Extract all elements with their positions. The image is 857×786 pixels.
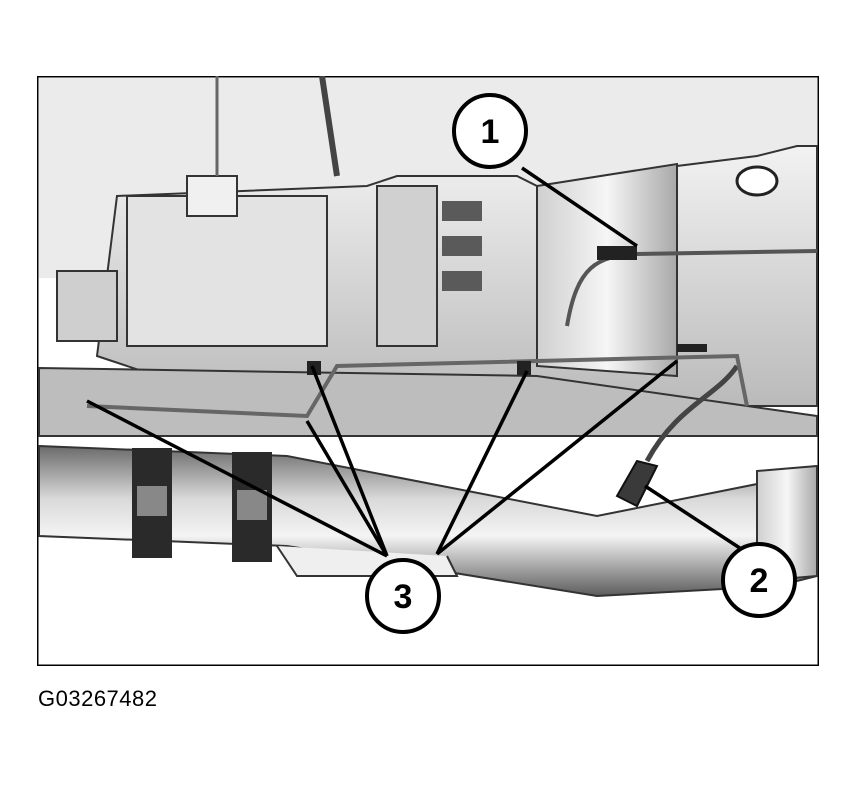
blank-patch (673, 624, 817, 664)
mount-bracket (735, 165, 779, 197)
valve-body (126, 195, 328, 347)
bracket-clip (517, 361, 531, 375)
diagram-illustration: 1 2 3 (37, 76, 819, 666)
leader-lines (86, 166, 753, 558)
frame-rail (38, 366, 818, 437)
clamp-bolt (237, 490, 267, 520)
bracket-clip (677, 344, 707, 352)
flange-rib (442, 201, 482, 221)
output-flange (56, 270, 118, 342)
callout-1-label: 1 (481, 113, 500, 151)
sensor-line (86, 353, 749, 419)
flange-rib (442, 236, 482, 256)
callout-3: 3 (365, 558, 441, 634)
callout-2-label: 2 (750, 562, 769, 600)
flange (376, 185, 438, 347)
oxygen-sensor (615, 459, 659, 508)
callout-2: 2 (721, 542, 797, 618)
cable (319, 76, 340, 177)
callout-3-label: 3 (394, 578, 413, 616)
figure-id-label: G03267482 (38, 686, 158, 711)
flange-rib (442, 271, 482, 291)
connector (186, 175, 238, 217)
diagram-figure: 1 2 3 (37, 76, 819, 666)
clamp-bolt (137, 486, 167, 516)
harness-connector (597, 246, 637, 260)
sensor-cable (644, 364, 740, 463)
callout-1: 1 (452, 93, 528, 169)
transmission-cylinder (536, 162, 678, 378)
